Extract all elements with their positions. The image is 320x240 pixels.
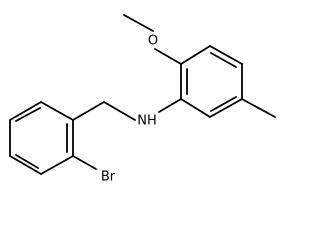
bond-upper-ring-5	[180, 98, 211, 118]
bond-ring-to-methyl	[241, 98, 276, 118]
bond-upper-ring-1	[180, 45, 211, 65]
double-bond-upper-bottom-right	[210, 96, 237, 112]
double-bond-lower-top-left	[15, 107, 41, 122]
upper-benzene-ring	[180, 45, 243, 118]
bond-nitrogen-to-ch2	[103, 101, 136, 121]
bond-upper-ring-2	[209, 45, 243, 65]
structure-svg: O NH Br	[0, 0, 284, 191]
lower-benzene-ring	[9, 101, 105, 175]
bond-ring-to-bromine	[72, 155, 97, 170]
bond-ch2-to-ring	[72, 101, 105, 121]
bond-lower-ring-3	[9, 155, 42, 175]
methoxy-group: O	[123, 14, 182, 65]
bromo-group: Br	[72, 155, 116, 185]
amine-linkage: NH	[103, 98, 182, 129]
bond-upper-ring-4	[209, 98, 243, 118]
bromine-label: Br	[101, 170, 116, 185]
molecule-diagram: O NH Br	[0, 0, 284, 191]
background	[0, 0, 284, 191]
bond-lower-ring-5	[9, 101, 42, 121]
bond-ring-to-oxygen	[154, 48, 182, 65]
oxygen-label: O	[148, 34, 158, 49]
double-bond-upper-top-right	[210, 52, 237, 68]
bond-lower-ring-6	[40, 101, 74, 121]
bond-ring-to-nitrogen	[158, 98, 182, 113]
bond-lower-ring-2	[40, 155, 74, 175]
bond-oxygen-to-methyl	[123, 14, 154, 32]
double-bond-lower-bottom-left	[15, 154, 39, 169]
nh-label: NH	[137, 114, 157, 129]
